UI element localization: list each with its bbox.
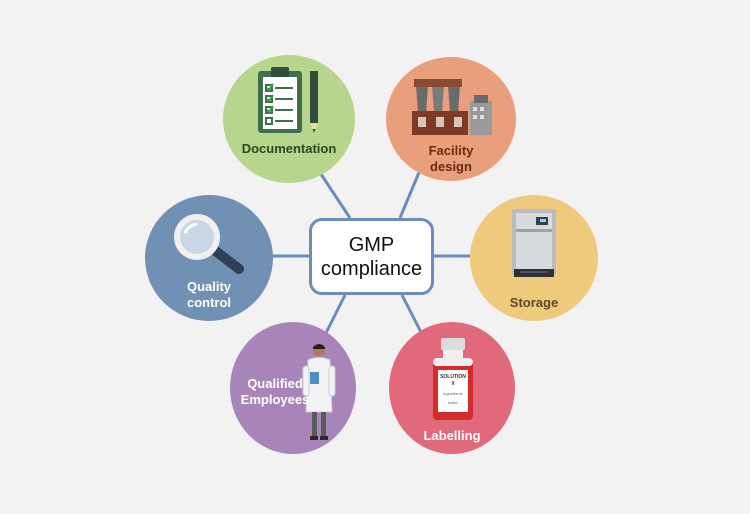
node-labelling: SOLUTION X ingredients batch Labelling [389,322,515,454]
center-title-line1: GMP [348,233,395,256]
labelling-label: Labelling [423,428,481,443]
magnifying-glass-icon [174,214,244,274]
node-quality-control: Quality control [145,195,273,321]
center-title-line2: compliance [320,257,423,280]
qualified-employees-label: Qualified Employees [230,376,320,408]
employees-label-line1: Qualified [247,376,303,391]
bottle-text-line4: batch [448,400,458,405]
quality-control-label: Quality control [145,279,273,311]
freezer-icon [512,209,556,277]
bottle-text-line2: X [451,381,455,387]
facility-design-label: Facility design [386,143,516,175]
node-qualified-employees: Qualified Employees [230,322,356,454]
quality-label-line2: control [186,295,232,310]
storage-label: Storage [509,295,559,310]
factory-icon [412,79,492,135]
center-title: GMP compliance [321,233,422,281]
facility-label-line2: design [430,159,472,174]
node-documentation: Documentation [223,55,355,183]
bottle-text-line1: SOLUTION [440,374,466,380]
bottle-text-line3: ingredients [443,391,463,396]
scientist-icon [302,344,336,440]
documentation-label: Documentation [241,141,337,156]
connector-facility [398,169,422,219]
node-storage: Storage [470,195,598,321]
center-gmp-compliance: GMP compliance [309,218,434,295]
clipboard-checklist-icon [258,67,318,133]
node-facility-design: Facility design [386,57,516,181]
labelled-bottle-icon: SOLUTION X ingredients batch [433,338,473,420]
employees-label-line2: Employees [240,392,310,407]
facility-label-line1: Facility [428,143,474,158]
quality-label-line1: Quality [186,279,232,294]
